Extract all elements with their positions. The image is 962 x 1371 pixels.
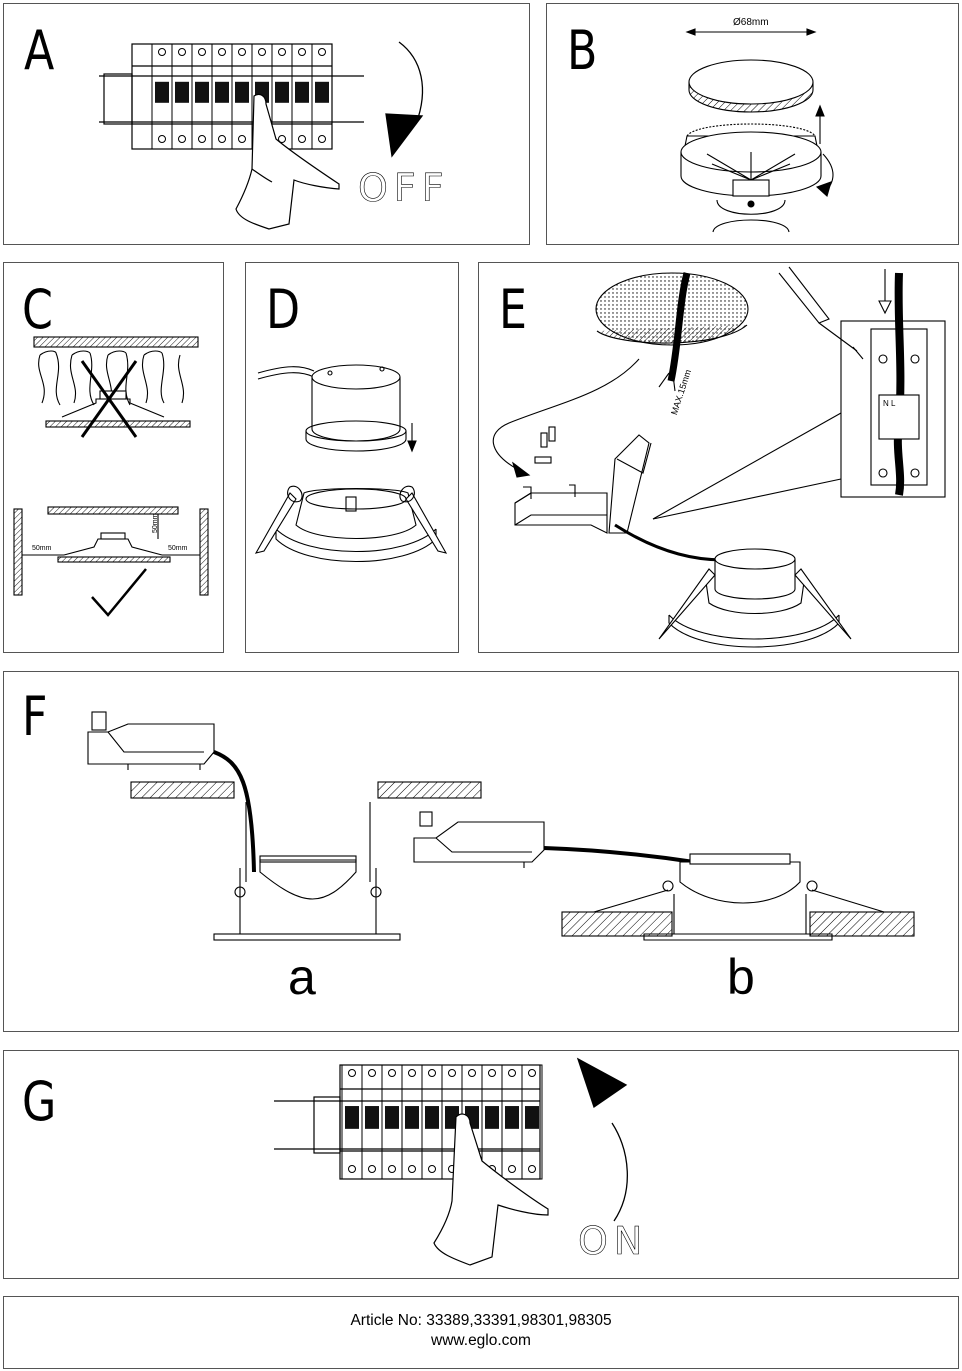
breaker-screw	[198, 135, 206, 143]
breaker-screw	[298, 135, 306, 143]
terminal-label: N L	[883, 399, 896, 408]
breaker-screw	[318, 135, 326, 143]
clearance-left-label: 50mm	[32, 545, 52, 552]
check-mark-icon	[91, 568, 147, 617]
breaker-screw	[158, 135, 166, 143]
breaker-panel-icon	[99, 41, 424, 230]
breaker-screw	[368, 1069, 376, 1077]
breaker-toggle	[405, 1106, 419, 1129]
breaker-screw	[278, 48, 286, 56]
breaker-screw	[408, 1165, 416, 1173]
breaker-toggle	[485, 1106, 499, 1129]
panel-b: B Ø68mm	[546, 3, 959, 245]
step-letter-a: A	[24, 19, 55, 82]
panel-d: D	[245, 262, 459, 653]
cutout-disc-icon	[680, 28, 834, 233]
breaker-screw	[318, 48, 326, 56]
breaker-screw	[158, 48, 166, 56]
footer: Article No: 33389,33391,98301,98305 www.…	[3, 1296, 959, 1369]
breaker-toggle	[215, 81, 229, 103]
breaker-screw	[488, 1069, 496, 1077]
breaker-screw	[238, 48, 246, 56]
step-letter-c: C	[22, 278, 53, 341]
breaker-toggle	[505, 1106, 519, 1129]
breaker-screw	[388, 1069, 396, 1077]
breaker-toggle	[365, 1106, 379, 1129]
breaker-module	[521, 1064, 543, 1180]
article-number: Article No: 33389,33391,98301,98305	[350, 1312, 612, 1329]
terminal-box-icon	[514, 434, 652, 534]
rotate-arrow-icon	[385, 41, 424, 158]
breaker-screw	[508, 1165, 516, 1173]
breaker-screw	[448, 1069, 456, 1077]
breaker-module	[311, 43, 333, 150]
breaker-toggle	[175, 81, 189, 103]
screwdriver-icon	[778, 266, 864, 360]
breaker-screw	[298, 48, 306, 56]
step-letter-g: G	[22, 1070, 57, 1133]
breaker-screw	[368, 1165, 376, 1173]
breaker-toggle	[275, 81, 289, 103]
spring-frame-icon	[254, 485, 448, 563]
breaker-screw	[428, 1165, 436, 1173]
panel-a: A OFF	[3, 3, 530, 245]
rotate-arrow-icon	[576, 1057, 628, 1222]
lamp-module-icon	[257, 364, 407, 452]
on-label: ON	[578, 1219, 649, 1264]
breaker-screw	[508, 1069, 516, 1077]
breaker-toggle	[385, 1106, 399, 1129]
panel-g: G ON	[3, 1050, 959, 1279]
insulation-icon	[38, 350, 184, 406]
breaker-screw	[528, 1069, 536, 1077]
breaker-screw	[348, 1165, 356, 1173]
clearance-right-label: 50mm	[168, 545, 188, 552]
breaker-toggle	[315, 81, 329, 103]
breaker-screw	[198, 48, 206, 56]
breaker-screw	[178, 48, 186, 56]
breaker-toggle	[425, 1106, 439, 1129]
breaker-toggle	[345, 1106, 359, 1129]
panel-f: F	[3, 671, 959, 1032]
breaker-panel-icon	[274, 1057, 628, 1266]
cable-icon	[658, 272, 691, 392]
breaker-screw	[278, 135, 286, 143]
clearance-top-label: 50mm	[152, 513, 159, 533]
step-letter-e: E	[499, 278, 527, 341]
breaker-screw	[218, 48, 226, 56]
step-letter-d: D	[266, 278, 301, 341]
cross-mark-icon	[80, 360, 138, 438]
breaker-toggle	[155, 81, 169, 103]
sub-label-a: a	[288, 949, 316, 1005]
breaker-toggle	[235, 81, 249, 103]
panel-c: C	[3, 262, 224, 653]
panel-e: E	[478, 262, 959, 653]
diameter-label: Ø68mm	[733, 17, 769, 28]
off-label: OFF	[358, 166, 450, 211]
breaker-screw	[528, 1165, 536, 1173]
breaker-screw	[178, 135, 186, 143]
hand-icon	[433, 1113, 549, 1266]
breaker-screw	[258, 48, 266, 56]
breaker-screw	[218, 135, 226, 143]
breaker-screw	[348, 1069, 356, 1077]
hand-icon	[235, 93, 340, 230]
breaker-screw	[238, 135, 246, 143]
breaker-screw	[388, 1165, 396, 1173]
breaker-toggle	[525, 1106, 539, 1129]
step-letter-f: F	[22, 685, 48, 748]
step-letter-b: B	[567, 19, 598, 82]
website-link[interactable]: www.eglo.com	[431, 1332, 531, 1349]
breaker-toggle	[195, 81, 209, 103]
breaker-toggle	[295, 81, 309, 103]
breaker-screw	[428, 1069, 436, 1077]
sub-label-b: b	[727, 949, 755, 1005]
breaker-screw	[408, 1069, 416, 1077]
breaker-screw	[468, 1069, 476, 1077]
